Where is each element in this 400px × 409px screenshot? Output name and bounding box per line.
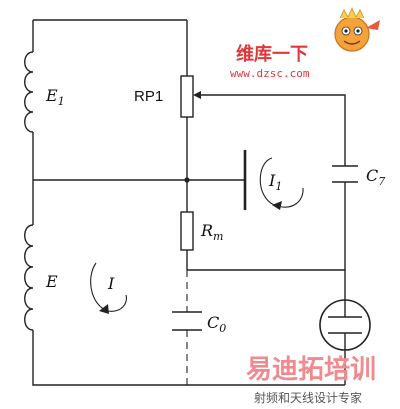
rp1-wiper-arrow <box>193 91 201 99</box>
bottom-wire <box>32 330 345 386</box>
watermark-bottom: 易迪拓培训 射频和天线设计专家 <box>246 355 376 405</box>
junction-dot <box>184 177 190 183</box>
e-label: E <box>45 272 58 291</box>
i1-label: I1 <box>268 171 282 193</box>
e1-coil <box>24 51 34 133</box>
rm-label: Rm <box>200 221 223 243</box>
rp1-resistor <box>180 75 194 118</box>
watermark-bottom-brand: 易迪拓培训 <box>246 355 376 385</box>
c0-label: C0 <box>207 313 226 335</box>
c7-label: C7 <box>366 166 385 188</box>
e1-label: E1 <box>45 86 65 108</box>
i-label: I <box>107 274 115 293</box>
watermark-url: www.dzsc.com <box>230 67 310 80</box>
watermark-bottom-tagline: 射频和天线设计专家 <box>254 390 362 405</box>
tube-element <box>319 299 371 351</box>
watermark-brand: 维库一下 <box>236 43 308 65</box>
wiper-wire <box>195 94 346 166</box>
tube-wire-top <box>187 269 346 300</box>
wires <box>32 19 346 386</box>
mascot-logo <box>334 7 380 52</box>
rp1-label: RP1 <box>134 88 163 105</box>
i1-loop-arrow <box>259 157 304 210</box>
e-coil <box>24 224 34 331</box>
watermark-top: 维库一下 www.dzsc.com <box>230 7 380 80</box>
rm-resistor <box>180 211 194 251</box>
i-loop-arrow <box>90 262 127 314</box>
